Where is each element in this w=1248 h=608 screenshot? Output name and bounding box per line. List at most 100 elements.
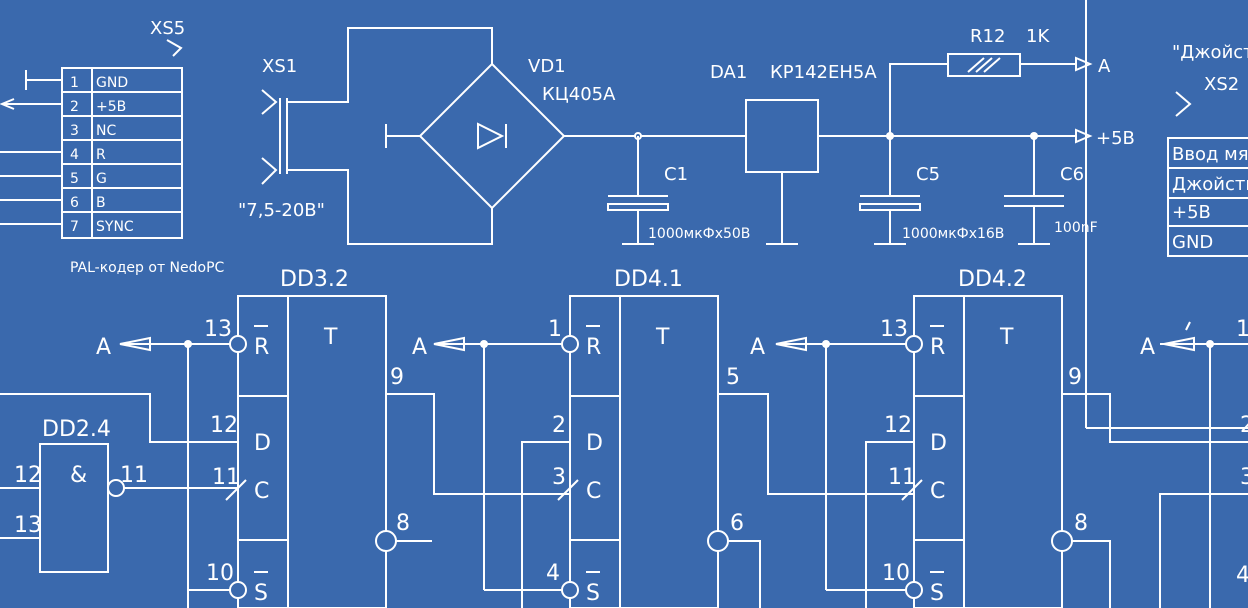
ff2-pin-r: 1	[548, 317, 562, 342]
ff1-d: D	[254, 431, 271, 456]
right-pin-b: 2	[1240, 413, 1248, 438]
ff3-c: C	[930, 479, 945, 504]
r12-value: 1K	[1026, 26, 1050, 47]
ff1-t: T	[323, 325, 338, 350]
gate-in2: 13	[14, 513, 42, 538]
ff2-pin-c: 3	[552, 465, 566, 490]
ff3-t: T	[999, 325, 1014, 350]
c6-ref: C6	[1060, 164, 1084, 185]
ff1-s: S	[254, 581, 268, 606]
ff3-d: D	[930, 431, 947, 456]
ff1-pin-nq: 8	[396, 511, 410, 536]
xs5-caption: PAL-кодер от NedoPC	[70, 260, 225, 276]
xs2-row3: +5В	[1172, 202, 1211, 223]
ff3-net-a: A	[750, 335, 765, 360]
ff3-pin-q: 9	[1068, 365, 1082, 390]
ff3-pin-c: 11	[888, 465, 916, 490]
vd1-type: КЦ405А	[542, 84, 616, 105]
ff3-pin-d: 12	[884, 413, 912, 438]
power-supply: XS1 "7,5-20В" VD1 КЦ405А C1 1000мкФх50В …	[238, 0, 1135, 428]
flipflop-dd4-2: DD4.2 R D C S T 13 12 11 10 9 8 A	[750, 267, 1248, 608]
ff1-c: C	[254, 479, 269, 504]
right-net-a: A	[1140, 335, 1155, 360]
ff3-s: S	[930, 581, 944, 606]
ff2-net-a: A	[412, 335, 427, 360]
ff1-pin-d: 12	[210, 413, 238, 438]
ff2-pin-d: 2	[552, 413, 566, 438]
ff3-pin-s: 10	[882, 561, 910, 586]
xs5-pin2-num: 2	[70, 99, 79, 115]
c5-value: 1000мкФх16В	[902, 226, 1004, 242]
right-pin-c: 3	[1240, 465, 1248, 490]
gate-dd2-4: DD2.4 & 12 13 11	[0, 393, 238, 573]
ff1-pin-s: 10	[206, 561, 234, 586]
diode-symbol	[477, 122, 505, 150]
xs2-row2: Джойсти	[1172, 174, 1248, 195]
ff1-r: R	[254, 335, 269, 360]
ff2-pin-q: 5	[726, 365, 740, 390]
ff1-ref: DD3.2	[280, 267, 349, 292]
ff2-ref: DD4.1	[614, 267, 683, 292]
ff2-s: S	[586, 581, 600, 606]
xs5-arrow	[0, 98, 15, 110]
xs2-row1: Ввод мяч	[1172, 144, 1248, 165]
ff1-pin-r: 13	[204, 317, 232, 342]
da1-ref: DA1	[710, 62, 747, 83]
net-5v-label: +5В	[1096, 128, 1135, 149]
r12-ref: R12	[970, 26, 1005, 47]
xs5-pin3-name: NC	[96, 123, 116, 139]
xs2-connector-symbol	[1175, 91, 1192, 117]
gate-ref: DD2.4	[42, 417, 111, 442]
ff3-pin-r: 13	[880, 317, 908, 342]
ff2-r: R	[586, 335, 601, 360]
xs5-pin5-num: 5	[70, 171, 79, 187]
right-partial-chip: A 1 2 3 4	[1140, 317, 1248, 608]
c1-ref: C1	[664, 164, 688, 185]
xs5-pin6-num: 6	[70, 195, 79, 211]
ff1-net-a: A	[96, 335, 111, 360]
connector-xs5: XS5 1 GND 2 +5В 3 NC 4 R 5 G 6 B 7 SYNC …	[0, 18, 225, 276]
flipflop-dd4-1: DD4.1 R D C S T 1 2 3 4 5 6 A	[412, 267, 914, 608]
vd1-ref: VD1	[528, 56, 566, 77]
xs5-pin4-name: R	[96, 147, 106, 163]
gate-symbol: &	[70, 463, 87, 488]
gate-out: 11	[120, 463, 148, 488]
diode-bridge-vd1	[418, 62, 566, 210]
ff1-body	[237, 295, 387, 608]
c5-ref: C5	[916, 164, 940, 185]
c1-value: 1000мкФх50В	[648, 226, 750, 242]
net-a-label: A	[1098, 56, 1111, 77]
xs1-ref: XS1	[262, 56, 297, 77]
input-voltage-label: "7,5-20В"	[238, 200, 325, 221]
and-gate-body	[39, 443, 109, 573]
c1-capacitor	[607, 203, 669, 211]
ff2-pin-nq: 6	[730, 511, 744, 536]
da1-type: КР142ЕН5А	[770, 62, 877, 83]
ff1-pin-c: 11	[212, 465, 240, 490]
ff2-pin-s: 4	[546, 561, 560, 586]
regulator-da1	[745, 99, 819, 173]
xs5-pin1-name: GND	[96, 75, 128, 91]
xs2-title: "Джойсти	[1172, 42, 1248, 63]
xs5-pin7-name: SYNC	[96, 219, 134, 235]
flipflop-dd3-2: DD3.2 R D C S T 13 12 11 10 9 8 A	[96, 267, 570, 608]
ff2-d: D	[586, 431, 603, 456]
right-pin-d: 4	[1236, 563, 1248, 588]
ff3-ref: DD4.2	[958, 267, 1027, 292]
xs5-connector-symbol	[166, 39, 183, 57]
xs2-ref: XS2	[1204, 74, 1239, 95]
c6-value: 100nF	[1054, 220, 1098, 236]
xs5-pin5-name: G	[96, 171, 107, 187]
ff3-r: R	[930, 335, 945, 360]
xs5-pin6-name: B	[96, 195, 106, 211]
ff2-t: T	[655, 325, 670, 350]
xs5-pin4-num: 4	[70, 147, 79, 163]
ff3-pin-nq: 8	[1074, 511, 1088, 536]
xs5-pin2-name: +5В	[96, 99, 126, 115]
xs5-pin3-num: 3	[70, 123, 79, 139]
right-pin-a: 1	[1236, 317, 1248, 342]
xs2-row4: GND	[1172, 232, 1213, 253]
ff2-body	[569, 295, 719, 608]
